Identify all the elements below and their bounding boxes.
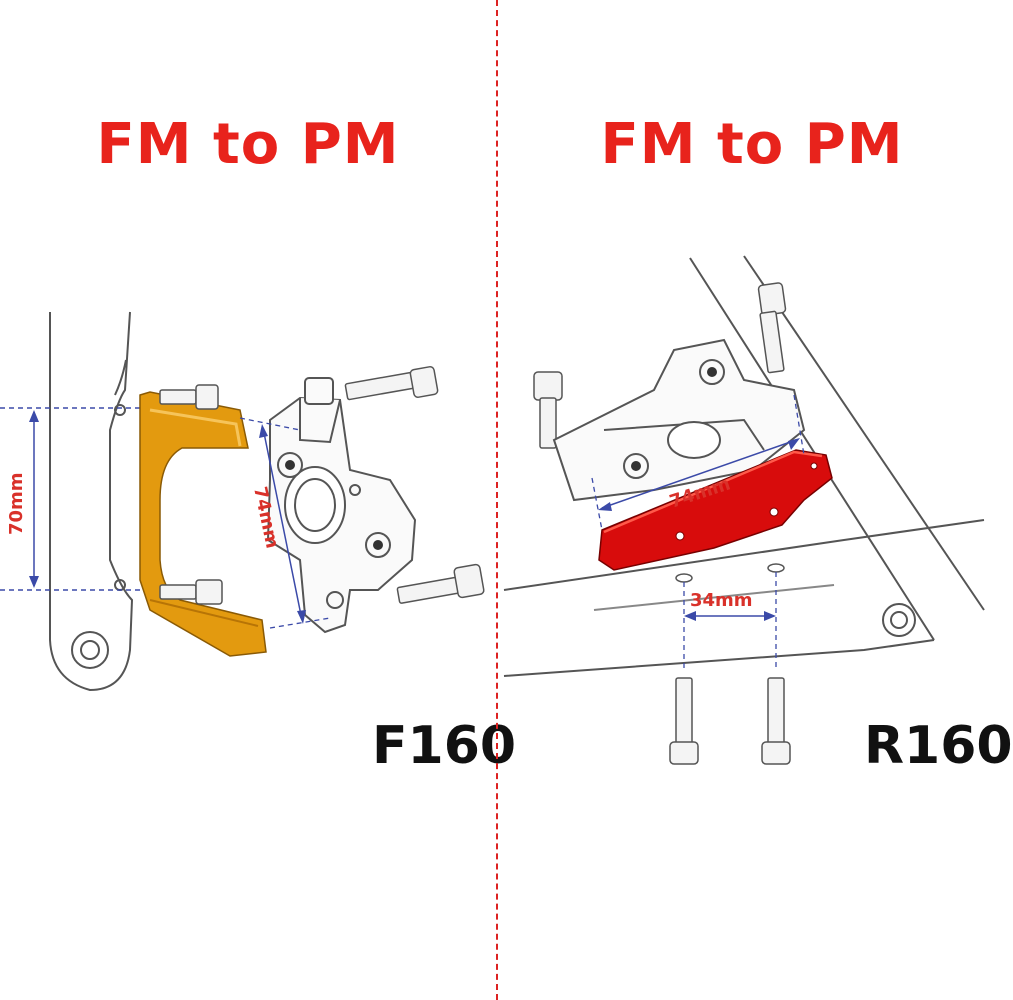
bolt-spacing-label: 34mm: [690, 590, 753, 611]
caliper-bolts: [344, 366, 485, 604]
panel-divider: [496, 0, 498, 1000]
rear-brake-caliper: [552, 338, 806, 502]
frame-mount-holes: [675, 563, 785, 583]
caliper-torx-screws: [285, 460, 383, 550]
front-adapter-panel: FM to PM 70mm: [0, 0, 516, 1000]
rear-model-label: R160: [864, 716, 1013, 776]
fork-leg-outline: [49, 311, 134, 692]
frame-outline: [503, 255, 985, 677]
height-dimension: 70mm: [0, 407, 140, 591]
rear-panel-title: FM to PM: [600, 112, 904, 177]
brake-caliper: [266, 377, 417, 634]
bolt-spacing-dimension: 34mm: [683, 572, 777, 668]
rear-adapter-bracket: [598, 449, 833, 571]
front-mount-diagram: 70mm: [0, 311, 485, 692]
adapter-bolts: [159, 384, 223, 605]
lower-bolts: [669, 677, 791, 765]
rear-caliper-torx-screws: [631, 367, 717, 471]
upper-bolts: [533, 282, 787, 449]
rear-adapter-panel: FM to PM: [503, 0, 1013, 1000]
front-model-label: F160: [372, 716, 517, 776]
front-adapter-bracket: [139, 391, 267, 657]
front-panel-title: FM to PM: [96, 112, 400, 177]
rear-mount-diagram: 74mm 34mm: [503, 255, 985, 765]
height-dimension-label: 70mm: [6, 472, 27, 535]
